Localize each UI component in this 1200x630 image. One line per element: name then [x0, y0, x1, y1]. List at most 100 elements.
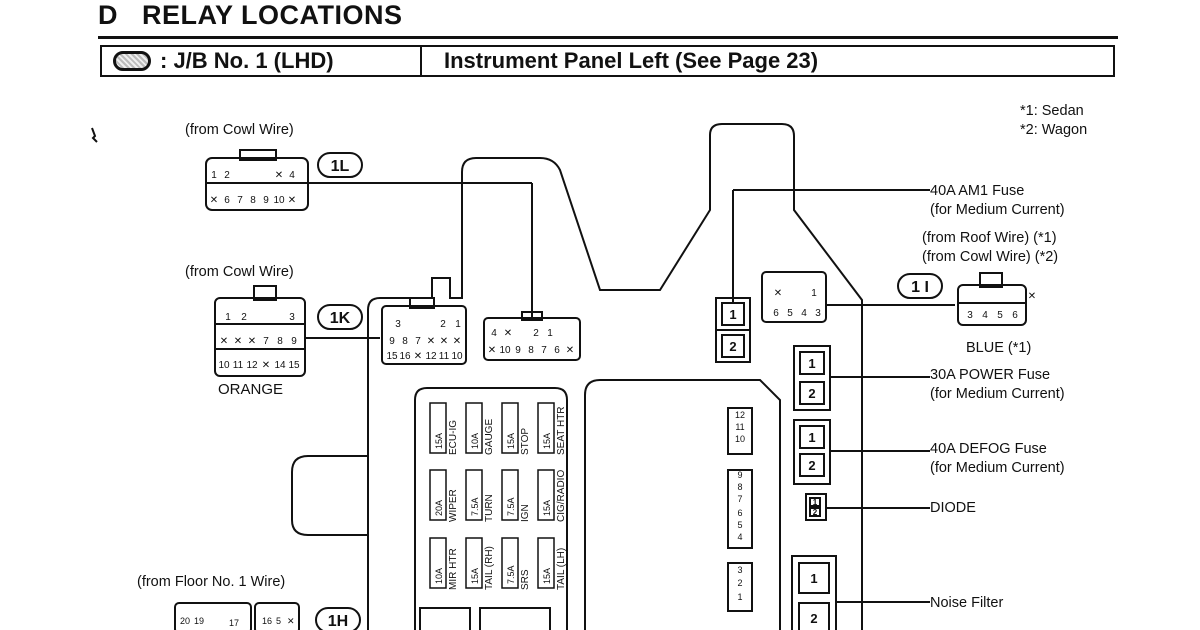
- junction-inner-area: [584, 379, 781, 630]
- inner-a-pin-r3-2: ✕: [414, 351, 422, 362]
- inner-a-pin-r3-0: 15: [386, 351, 398, 362]
- inner-a-pin-r1-3: 2: [440, 319, 446, 330]
- inner-connector-b: [483, 311, 581, 361]
- pin-strip-num-7: 5: [737, 520, 742, 530]
- connector-1l-pin-r2-0: ✕: [210, 195, 218, 206]
- section-title-text: RELAY LOCATIONS: [142, 0, 403, 30]
- fuse-name-9: TAIL (RH): [484, 546, 495, 590]
- pin-strip-num-4: 8: [737, 482, 742, 492]
- svg-text:20: 20: [180, 616, 190, 626]
- fuse-rating-7: 15A: [542, 500, 552, 516]
- inner-a-pin-r2-2: 7: [415, 336, 421, 347]
- connector-1l-source: (from Cowl Wire): [185, 122, 294, 138]
- connector-1k-pin-r3-1: 11: [233, 360, 244, 371]
- inner-c-pin-r1-2: 1: [811, 288, 817, 299]
- connector-1l-pin-r2-1: 6: [224, 195, 230, 206]
- inner-b-pin-r1-1: ✕: [504, 328, 512, 339]
- inner-a-pin-r2-1: 8: [402, 336, 408, 347]
- inner-a-pin-r1-0: 3: [395, 319, 401, 330]
- fuse-rating-1: 10A: [470, 433, 480, 449]
- tag-1i: [897, 273, 943, 299]
- tag-1h-text: 1H: [328, 613, 348, 630]
- fuse-name-5: TURN: [484, 494, 495, 522]
- connector-1l-pin-r2-4: 9: [263, 195, 269, 206]
- connector-1l-pin-r1-1: 2: [224, 170, 230, 181]
- connector-1l-pin-r1-5: ✕: [275, 170, 283, 181]
- callout-am1-name: 40A AM1 Fuse: [930, 183, 1025, 199]
- inner-a-pin-r2-0: 9: [389, 336, 395, 347]
- fuse-name-1: GAUGE: [484, 419, 495, 455]
- fuse-name-10: SRS: [520, 569, 531, 590]
- inner-c-pin-r1-0: ✕: [774, 288, 782, 299]
- connector-1l-pin-r2-5: 10: [273, 195, 285, 206]
- fuse-rating-3: 15A: [542, 433, 552, 449]
- junction-block-tab: [291, 455, 368, 536]
- callout-diode-name: DIODE: [930, 500, 976, 516]
- callout-power-sub: (for Medium Current): [930, 386, 1065, 402]
- connector-1l-pin-r2-6: ✕: [288, 195, 296, 206]
- am1-fuse: [715, 297, 751, 363]
- svg-text:17: 17: [229, 618, 239, 628]
- defog-slot-2: 2: [808, 458, 815, 473]
- connector-1l-pin-r2-3: 8: [250, 195, 256, 206]
- connector-1k-pin-r3-3: ✕: [262, 360, 270, 371]
- fuse-name-11: TAIL (LH): [556, 548, 567, 590]
- noise-slot-2: 2: [810, 611, 817, 626]
- connector-1h: [174, 602, 300, 630]
- pin-strip-num-0: 12: [735, 410, 745, 420]
- fuse-rating-8: 10A: [434, 568, 444, 584]
- pin-strip-num-3: 9: [737, 470, 742, 480]
- connector-1i-source-1: (from Roof Wire) (*1): [922, 230, 1057, 246]
- fuse-name-4: WIPER: [448, 489, 459, 522]
- fuse-rating-9: 15A: [470, 568, 480, 584]
- inner-b-pin-r2-4: 7: [541, 345, 547, 356]
- connector-1i-pin-r2-2: 5: [997, 310, 1003, 321]
- fuse-rating-10: 7.5A: [506, 565, 516, 584]
- fuse-slot-4: [429, 469, 447, 521]
- am1-slot-2: 2: [729, 339, 736, 354]
- fuse-rating-5: 7.5A: [470, 497, 480, 516]
- connector-1i-color: BLUE (*1): [966, 340, 1032, 356]
- connector-1l-pin-r1-0: 1: [211, 170, 217, 181]
- inner-b-pin-r2-5: 6: [554, 345, 560, 356]
- callout-power-name: 30A POWER Fuse: [930, 367, 1051, 383]
- connector-1k-pin-r2-5: 9: [291, 336, 297, 347]
- inner-a-pin-r2-3: ✕: [427, 336, 435, 347]
- inner-b-pin-r2-3: 8: [528, 345, 534, 356]
- pin-strip-num-6: 6: [737, 508, 742, 518]
- connector-1k: [214, 285, 306, 377]
- inner-a-pin-r3-3: 12: [425, 351, 437, 362]
- connector-1k-pin-r2-4: 8: [277, 336, 283, 347]
- connector-1i-pin-r2-1: 4: [982, 310, 988, 321]
- svg-text:19: 19: [194, 616, 204, 626]
- inner-b-pin-r2-6: ✕: [566, 345, 574, 356]
- connector-1l-pin-r1-6: 4: [289, 170, 295, 181]
- fuse-name-0: ECU-IG: [448, 420, 459, 455]
- fuse-rating-0: 15A: [434, 433, 444, 449]
- connector-1i-pin-r2-3: 6: [1012, 310, 1018, 321]
- location-divider: [420, 45, 422, 77]
- fuse-rating-6: 7.5A: [506, 497, 516, 516]
- location-bar: [100, 45, 1115, 77]
- connector-1k-pin-r3-5: 15: [288, 360, 300, 371]
- inner-b-pin-r2-2: 9: [515, 345, 521, 356]
- callout-defog-name: 40A DEFOG Fuse: [930, 441, 1047, 457]
- defog-fuse: [793, 419, 831, 485]
- power-slot-2: 2: [808, 386, 815, 401]
- pin-strip-num-1: 11: [735, 422, 744, 432]
- inner-a-pin-r3-4: 11: [439, 351, 450, 362]
- tag-1h: [315, 607, 361, 630]
- svg-text:✕: ✕: [287, 616, 295, 626]
- note-sedan: *1: Sedan: [1020, 103, 1084, 119]
- fuse-slot-2: [501, 402, 519, 454]
- connector-1i-source-2: (from Cowl Wire) (*2): [922, 249, 1059, 265]
- tag-1l: [317, 152, 363, 178]
- inner-b-pin-r2-1: 10: [499, 345, 511, 356]
- tag-1l-text: 1L: [331, 158, 350, 175]
- am1-slot-1: 1: [729, 307, 736, 322]
